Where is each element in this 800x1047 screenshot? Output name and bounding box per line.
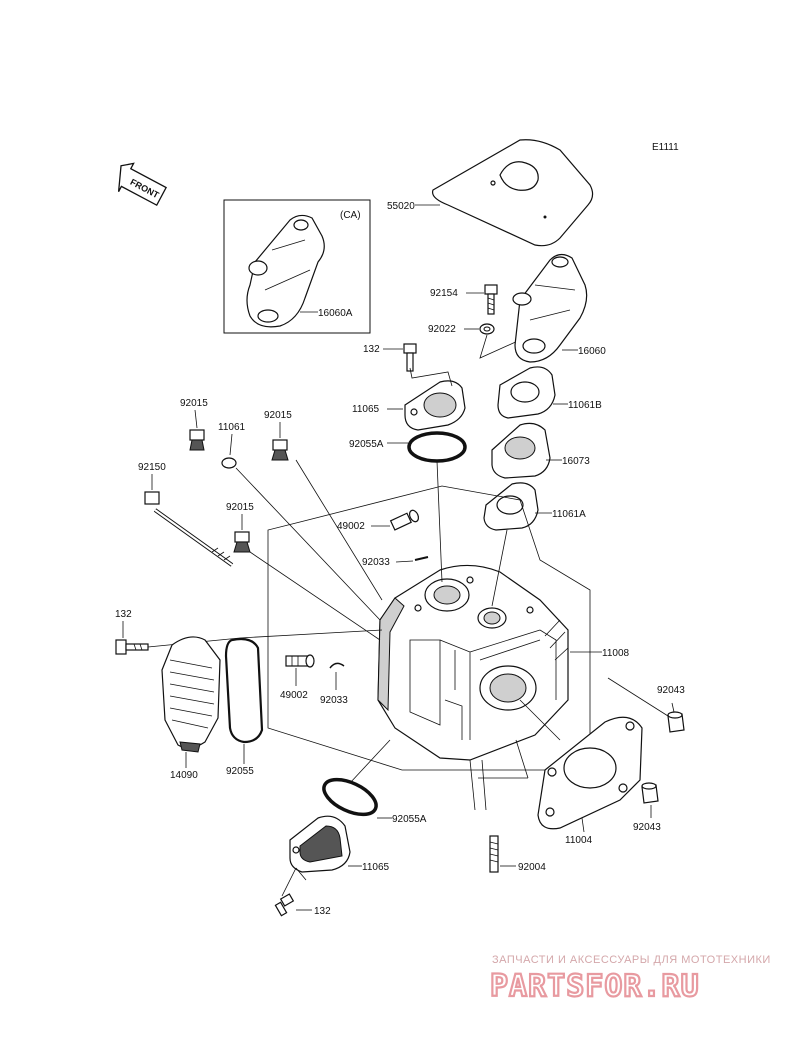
label-11061B: 11061B [568, 400, 602, 411]
bolt-132-left [115, 639, 149, 655]
label-92043-lower: 92043 [633, 822, 661, 833]
tappet-49002-top [389, 509, 420, 531]
label-49002-top: 49002 [337, 521, 365, 532]
label-11061A: 11061A [552, 509, 586, 520]
bolt-132-top [403, 343, 417, 372]
label-11004: 11004 [565, 835, 593, 846]
intake-pipe-16060a [246, 214, 325, 328]
watermark-site: PARTSFOR.RU [490, 969, 700, 1004]
label-14090: 14090 [170, 770, 198, 781]
label-92055A-lower: 92055A [392, 814, 427, 825]
label-132-top: 132 [363, 344, 380, 355]
head-cover-14090 [161, 636, 221, 753]
label-92055A-top: 92055A [349, 439, 384, 450]
head-gasket-11004 [537, 716, 643, 830]
cap-nut-92015-b [271, 439, 289, 461]
variant-label: (CA) [340, 210, 361, 221]
dowel-92043-upper [667, 711, 685, 733]
stud-92004 [489, 835, 499, 873]
label-92022: 92022 [428, 324, 456, 335]
label-16060A: 16060A [318, 308, 353, 319]
bolt-132-lower [274, 893, 295, 917]
label-92033-lower: 92033 [320, 695, 348, 706]
label-11061: 11061 [218, 422, 246, 433]
cover-11065-top [404, 380, 466, 431]
label-92015-c: 92015 [226, 502, 254, 513]
clip-92033-lower [329, 662, 345, 669]
label-16073: 16073 [562, 456, 590, 467]
bolt-92154 [484, 284, 498, 315]
label-11065-lower: 11065 [362, 862, 390, 873]
ca-inset-box [223, 199, 371, 334]
label-92055: 92055 [226, 766, 254, 777]
label-92004: 92004 [518, 862, 546, 873]
washer-11061 [221, 457, 237, 469]
label-92043-upper: 92043 [657, 685, 685, 696]
tappet-49002-lower [285, 654, 315, 668]
label-132-lower: 132 [314, 906, 331, 917]
spacer-16073 [491, 422, 551, 479]
gasket-11061b [497, 366, 556, 419]
label-92150: 92150 [138, 462, 166, 473]
cap-nut-92015-c [233, 531, 251, 553]
label-92015-a: 92015 [180, 398, 208, 409]
label-92154: 92154 [430, 288, 458, 299]
label-55020: 55020 [387, 201, 415, 212]
gasket-11061a [483, 482, 539, 531]
diagram-code: E1111 [652, 142, 679, 153]
clip-92033-top [414, 556, 429, 561]
label-92015-b: 92015 [264, 410, 292, 421]
watermark-tagline: ЗАПЧАСТИ И АКСЕССУАРЫ ДЛЯ МОТОТЕХНИКИ [492, 954, 771, 966]
o-ring-92055a-top [407, 431, 467, 463]
label-49002-lower: 49002 [280, 690, 308, 701]
stud-bolt-92150 [144, 491, 234, 567]
dowel-92043-lower [641, 782, 659, 804]
label-16060: 16060 [578, 346, 606, 357]
gasket-55020 [431, 139, 594, 247]
cylinder-head-11008 [377, 564, 569, 761]
label-92033-top: 92033 [362, 557, 390, 568]
label-132-left: 132 [115, 609, 132, 620]
label-11065-top: 11065 [352, 404, 380, 415]
gasket-92055 [224, 637, 264, 744]
intake-pipe-16060 [512, 253, 588, 363]
label-11008: 11008 [602, 648, 630, 659]
o-ring-92055a-lower [322, 777, 378, 817]
front-arrow-icon: FRONT [117, 162, 167, 207]
cap-nut-92015-a [189, 429, 205, 451]
cover-11065-lower [289, 815, 351, 873]
